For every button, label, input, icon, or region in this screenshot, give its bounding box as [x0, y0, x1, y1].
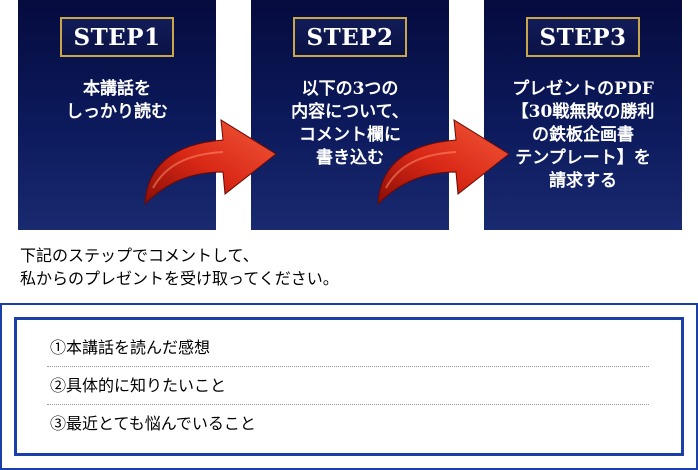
step2-panel: STEP2 以下の3つの 内容について、 コメント欄に 書き込む	[251, 0, 449, 230]
step1-line: 本講話を	[83, 79, 151, 99]
intro-line: 下記のステップでコメントして、	[20, 246, 259, 265]
step2-description: 以下の3つの 内容について、 コメント欄に 書き込む	[251, 78, 449, 170]
step1-line: しっかり読む	[66, 102, 168, 122]
step3-description: プレゼントのPDF 【30戦無敗の勝利 の鉄板企画書 テンプレート】を 請求する	[484, 78, 682, 193]
step2-line: コメント欄に	[299, 125, 401, 145]
step3-line: 請求する	[549, 171, 617, 191]
dotted-divider	[47, 366, 649, 367]
step3-line: の鉄板企画書	[532, 125, 634, 145]
comment-topics-box: ①本講話を読んだ感想 ②具体的に知りたいこと ③最近とても悩んでいること	[14, 317, 684, 456]
step3-label: STEP3	[526, 17, 640, 57]
topic-item: ③最近とても悩んでいること	[50, 414, 256, 433]
step3-line: 【30戦無敗の勝利	[511, 102, 655, 122]
topic-item: ①本講話を読んだ感想	[50, 338, 211, 357]
step1-description: 本講話を しっかり読む	[18, 78, 216, 124]
topic-item: ②具体的に知りたいこと	[50, 376, 227, 395]
curved-arrow-right-icon	[144, 119, 277, 206]
step2-line: 以下の3つの	[301, 79, 399, 99]
step3-line: プレゼントのPDF	[512, 79, 654, 99]
comment-topics-outer-box: ①本講話を読んだ感想 ②具体的に知りたいこと ③最近とても悩んでいること	[0, 303, 698, 470]
dotted-divider	[47, 404, 649, 405]
step2-line: 書き込む	[316, 148, 384, 168]
intro-text: 下記のステップでコメントして、 私からのプレゼントを受け取ってください。	[20, 244, 339, 290]
curved-arrow-right-icon	[377, 119, 510, 206]
intro-line: 私からのプレゼントを受け取ってください。	[20, 269, 339, 288]
step1-label: STEP1	[60, 17, 174, 57]
step2-line: 内容について、	[291, 102, 409, 122]
step3-panel: STEP3 プレゼントのPDF 【30戦無敗の勝利 の鉄板企画書 テンプレート】…	[484, 0, 682, 230]
step1-panel: STEP1 本講話を しっかり読む	[18, 0, 216, 230]
step3-line: テンプレート】を	[515, 148, 651, 168]
step2-label: STEP2	[293, 17, 407, 57]
